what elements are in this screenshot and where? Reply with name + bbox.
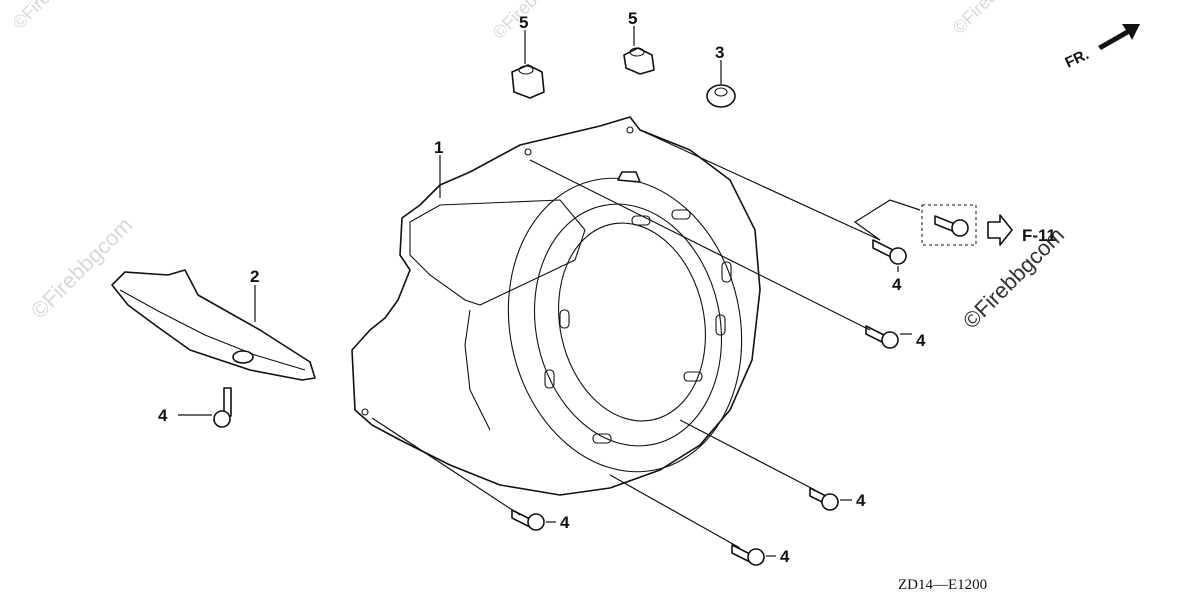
bolt-head: [951, 219, 969, 237]
drawing-code: ZD14—E1200: [898, 577, 987, 593]
bolt-head: [889, 247, 907, 265]
shroud-opening: [558, 222, 706, 422]
bolt-shank: [731, 544, 751, 563]
bolt-lower-left: [511, 509, 545, 531]
leader-line-d: [371, 417, 521, 516]
bolt-cover: [213, 387, 232, 428]
reference-box: [921, 204, 977, 246]
shroud-inner-ring: [533, 203, 723, 447]
shroud-top-face: [409, 199, 586, 306]
clip-right-hole: [629, 47, 645, 57]
mount-hole: [361, 408, 369, 416]
leader-line-e: [609, 474, 741, 549]
watermark-top-left: ©Firebbgcom: [9, 0, 100, 33]
bolt-middle-right: [865, 325, 899, 349]
vent-slot: [544, 369, 555, 389]
clip-right-body: [623, 47, 655, 75]
bolt-head: [881, 331, 899, 349]
callout-bolt-cover: 4: [158, 406, 168, 425]
front-arrow-icon: [1098, 24, 1140, 50]
shroud-edge-line: [464, 309, 491, 431]
reference-label: F-11: [1022, 226, 1056, 245]
callout-clip-right: 5: [628, 9, 637, 28]
callout-bolt-lower-left: 4: [560, 513, 570, 532]
front-direction-label: FR.: [1063, 46, 1092, 72]
callout-shroud: 1: [434, 138, 443, 157]
watermark-top-right: ©Firebbgcom: [949, 0, 1040, 38]
callout-clip-left: 5: [519, 13, 528, 32]
vent-slot: [559, 309, 570, 329]
cover-plate-edge: [119, 289, 306, 371]
bolt-upper-right: [872, 239, 907, 265]
front-direction-indicator: FR.: [1063, 24, 1140, 72]
leader-line-c: [853, 199, 921, 241]
reference-arrow-icon: [987, 214, 1013, 246]
bolt-lower-right: [809, 487, 839, 511]
shroud-tab: [617, 171, 641, 183]
shroud-body: [351, 116, 761, 496]
watermark-left: ©Firebbgcom: [26, 212, 137, 323]
mount-hole: [524, 148, 532, 156]
leader-lines: [178, 26, 921, 557]
watermark-top-center: ©Firebbgcom: [489, 0, 580, 43]
fan-shroud: [351, 116, 761, 496]
clip-left-body: [511, 64, 545, 99]
bolt-shank: [511, 509, 531, 528]
mount-hole: [626, 126, 634, 134]
callout-bolt-bottom: 4: [780, 547, 790, 566]
grommet-hole: [714, 87, 728, 97]
callout-grommet: 3: [715, 43, 724, 62]
bolt-head: [527, 513, 545, 531]
vent-slot: [721, 261, 732, 283]
callout-bolt-lower-right: 4: [856, 491, 866, 510]
bolt-reference: [921, 204, 1013, 246]
clip-left: [511, 64, 545, 99]
shroud-outer-ring: [507, 177, 743, 473]
vent-slot: [592, 433, 612, 444]
cover-plate-boss: [232, 350, 254, 364]
leader-line-b: [639, 129, 881, 241]
callout-bolt-middle: 4: [916, 331, 926, 350]
bolt-head: [747, 548, 765, 566]
vent-slot: [671, 209, 691, 220]
callout-cover: 2: [250, 267, 259, 286]
cover-plate-body: [111, 269, 316, 381]
clip-right: [623, 47, 655, 75]
vent-slot: [683, 371, 703, 382]
bolt-bottom: [731, 544, 765, 566]
leader-line-f: [679, 419, 816, 491]
grommet: [706, 84, 736, 108]
clip-left-hole: [518, 65, 534, 75]
leader-line-a: [529, 159, 871, 331]
bolt-head: [213, 410, 231, 428]
cover-plate: [111, 269, 316, 381]
bolt-head: [821, 493, 839, 511]
callout-bolt-upper: 4: [892, 275, 902, 294]
vent-slot: [715, 314, 726, 336]
